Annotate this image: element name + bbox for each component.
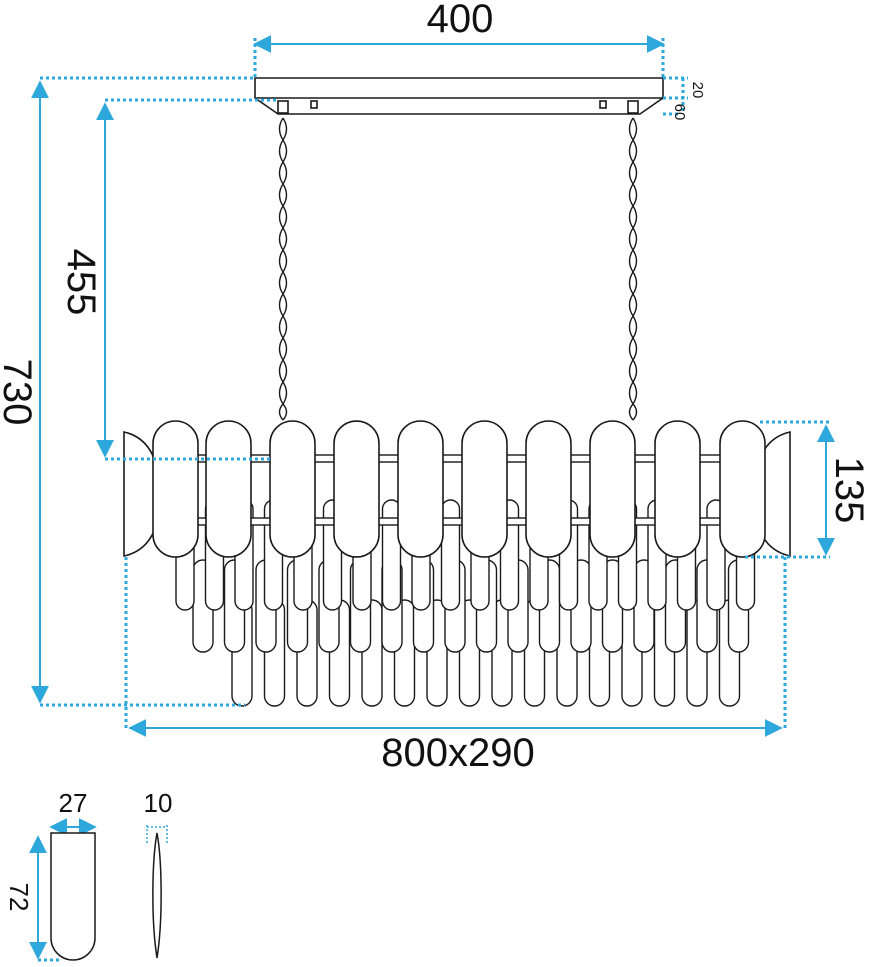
dimension-lines <box>29 35 835 962</box>
dimension-canopy-width: 400 <box>427 0 494 41</box>
crystal-drop <box>440 499 461 611</box>
dimension-body-size: 800x290 <box>381 731 534 775</box>
crystal-panel <box>719 420 766 558</box>
dimension-body-height: 135 <box>827 457 870 524</box>
crystal-panel <box>269 420 316 558</box>
dimension-canopy-thickness: 20 <box>689 82 706 99</box>
crystal-side-view <box>152 832 162 959</box>
crystal-drop <box>381 499 402 611</box>
suspension-cables <box>278 117 638 421</box>
left-chain <box>278 117 288 421</box>
crystal-panel <box>333 420 380 558</box>
dimension-canopy-drop: 60 <box>671 104 688 121</box>
crystal-panel <box>397 420 444 558</box>
crystal-panel <box>461 420 508 558</box>
canopy <box>254 77 664 115</box>
dimension-crystal-thickness: 10 <box>144 788 173 818</box>
crystal-front-view <box>50 832 96 961</box>
dimension-total-height: 730 <box>0 359 39 426</box>
dimension-crystal-width: 27 <box>59 788 88 818</box>
dimension-crystal-height: 72 <box>4 883 34 912</box>
crystal-panel <box>152 420 199 558</box>
dimension-hanging-height: 455 <box>59 249 103 316</box>
upper-crystal-row <box>123 420 791 558</box>
crystal-panel <box>525 420 572 558</box>
crystal-panel <box>589 420 636 558</box>
crystal-panel <box>205 420 252 558</box>
right-chain <box>628 117 638 421</box>
crystal-panel <box>654 420 701 558</box>
